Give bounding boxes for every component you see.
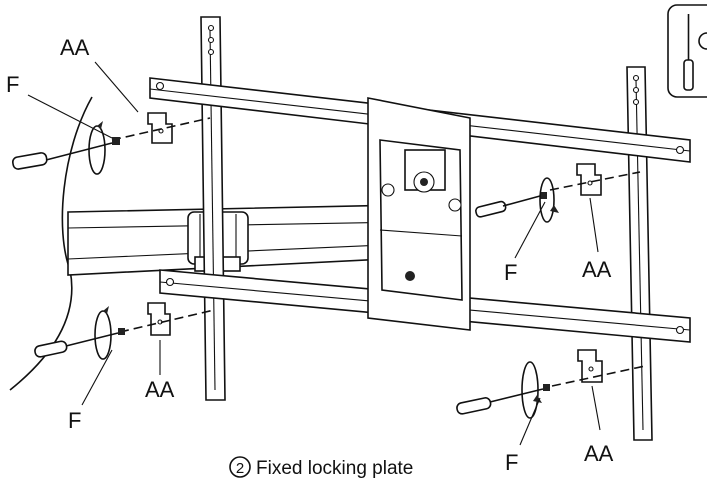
locking-plate-bottom-right (577, 349, 603, 383)
locking-plate-icon (147, 302, 171, 336)
screwdriver-bottom-right (456, 384, 550, 415)
locking-plate-icon (577, 349, 603, 383)
rotation-arrow-icon (88, 121, 106, 175)
leader-aa-bottom-right (591, 385, 601, 431)
vertical-bracket-left (200, 16, 226, 401)
label-aa-top-right: AA (582, 257, 612, 282)
screw-icon (543, 384, 550, 391)
label-aa-top-left: AA (60, 35, 90, 60)
label-f-top-left: F (6, 72, 19, 97)
screwdriver-icon (683, 14, 694, 91)
label-f-top-right: F (504, 260, 517, 285)
alignment-line-top-right (549, 171, 641, 191)
locking-plate-bottom-left (147, 302, 171, 336)
tilt-mechanism (367, 97, 471, 331)
screw-icon (118, 328, 125, 335)
screw-icon (540, 192, 547, 199)
locking-plate-top-right (576, 163, 602, 196)
step-number: 2 (236, 460, 244, 477)
label-aa-bottom-left: AA (145, 377, 175, 402)
screwdriver-top-left (11, 137, 120, 170)
articulating-arm (67, 204, 406, 276)
tool-icon-box (667, 4, 707, 98)
leader-f-top-left (27, 94, 113, 139)
screw-icon (112, 137, 120, 145)
rotation-arrow-icon (539, 177, 559, 223)
leader-aa-top-left (94, 61, 139, 113)
label-aa-bottom-right: AA (584, 441, 614, 466)
leader-f-top-right (514, 201, 546, 259)
rotation-arrow-icon (521, 361, 542, 419)
screwdriver-bottom-left (34, 328, 125, 358)
rotation-arrow-icon (94, 306, 112, 360)
locking-plate-icon (147, 112, 173, 144)
caption: 2 Fixed locking plate (229, 456, 413, 479)
leader-f-bottom-right (519, 397, 541, 446)
step-number-circle (229, 456, 251, 478)
alignment-line-top-left (111, 117, 211, 141)
alignment-line-bottom-right (551, 365, 646, 387)
caption-text: Fixed locking plate (256, 458, 413, 479)
leader-f-bottom-left (81, 349, 113, 406)
locking-plate-icon (576, 163, 602, 196)
vertical-bracket-right (626, 66, 653, 441)
locking-plate-top-left (147, 112, 173, 144)
leader-aa-top-right (589, 197, 599, 253)
alignment-line-bottom-left (119, 309, 215, 333)
screwdriver-top-right (475, 192, 547, 218)
label-f-bottom-left: F (68, 408, 81, 433)
label-f-bottom-right: F (505, 450, 518, 475)
